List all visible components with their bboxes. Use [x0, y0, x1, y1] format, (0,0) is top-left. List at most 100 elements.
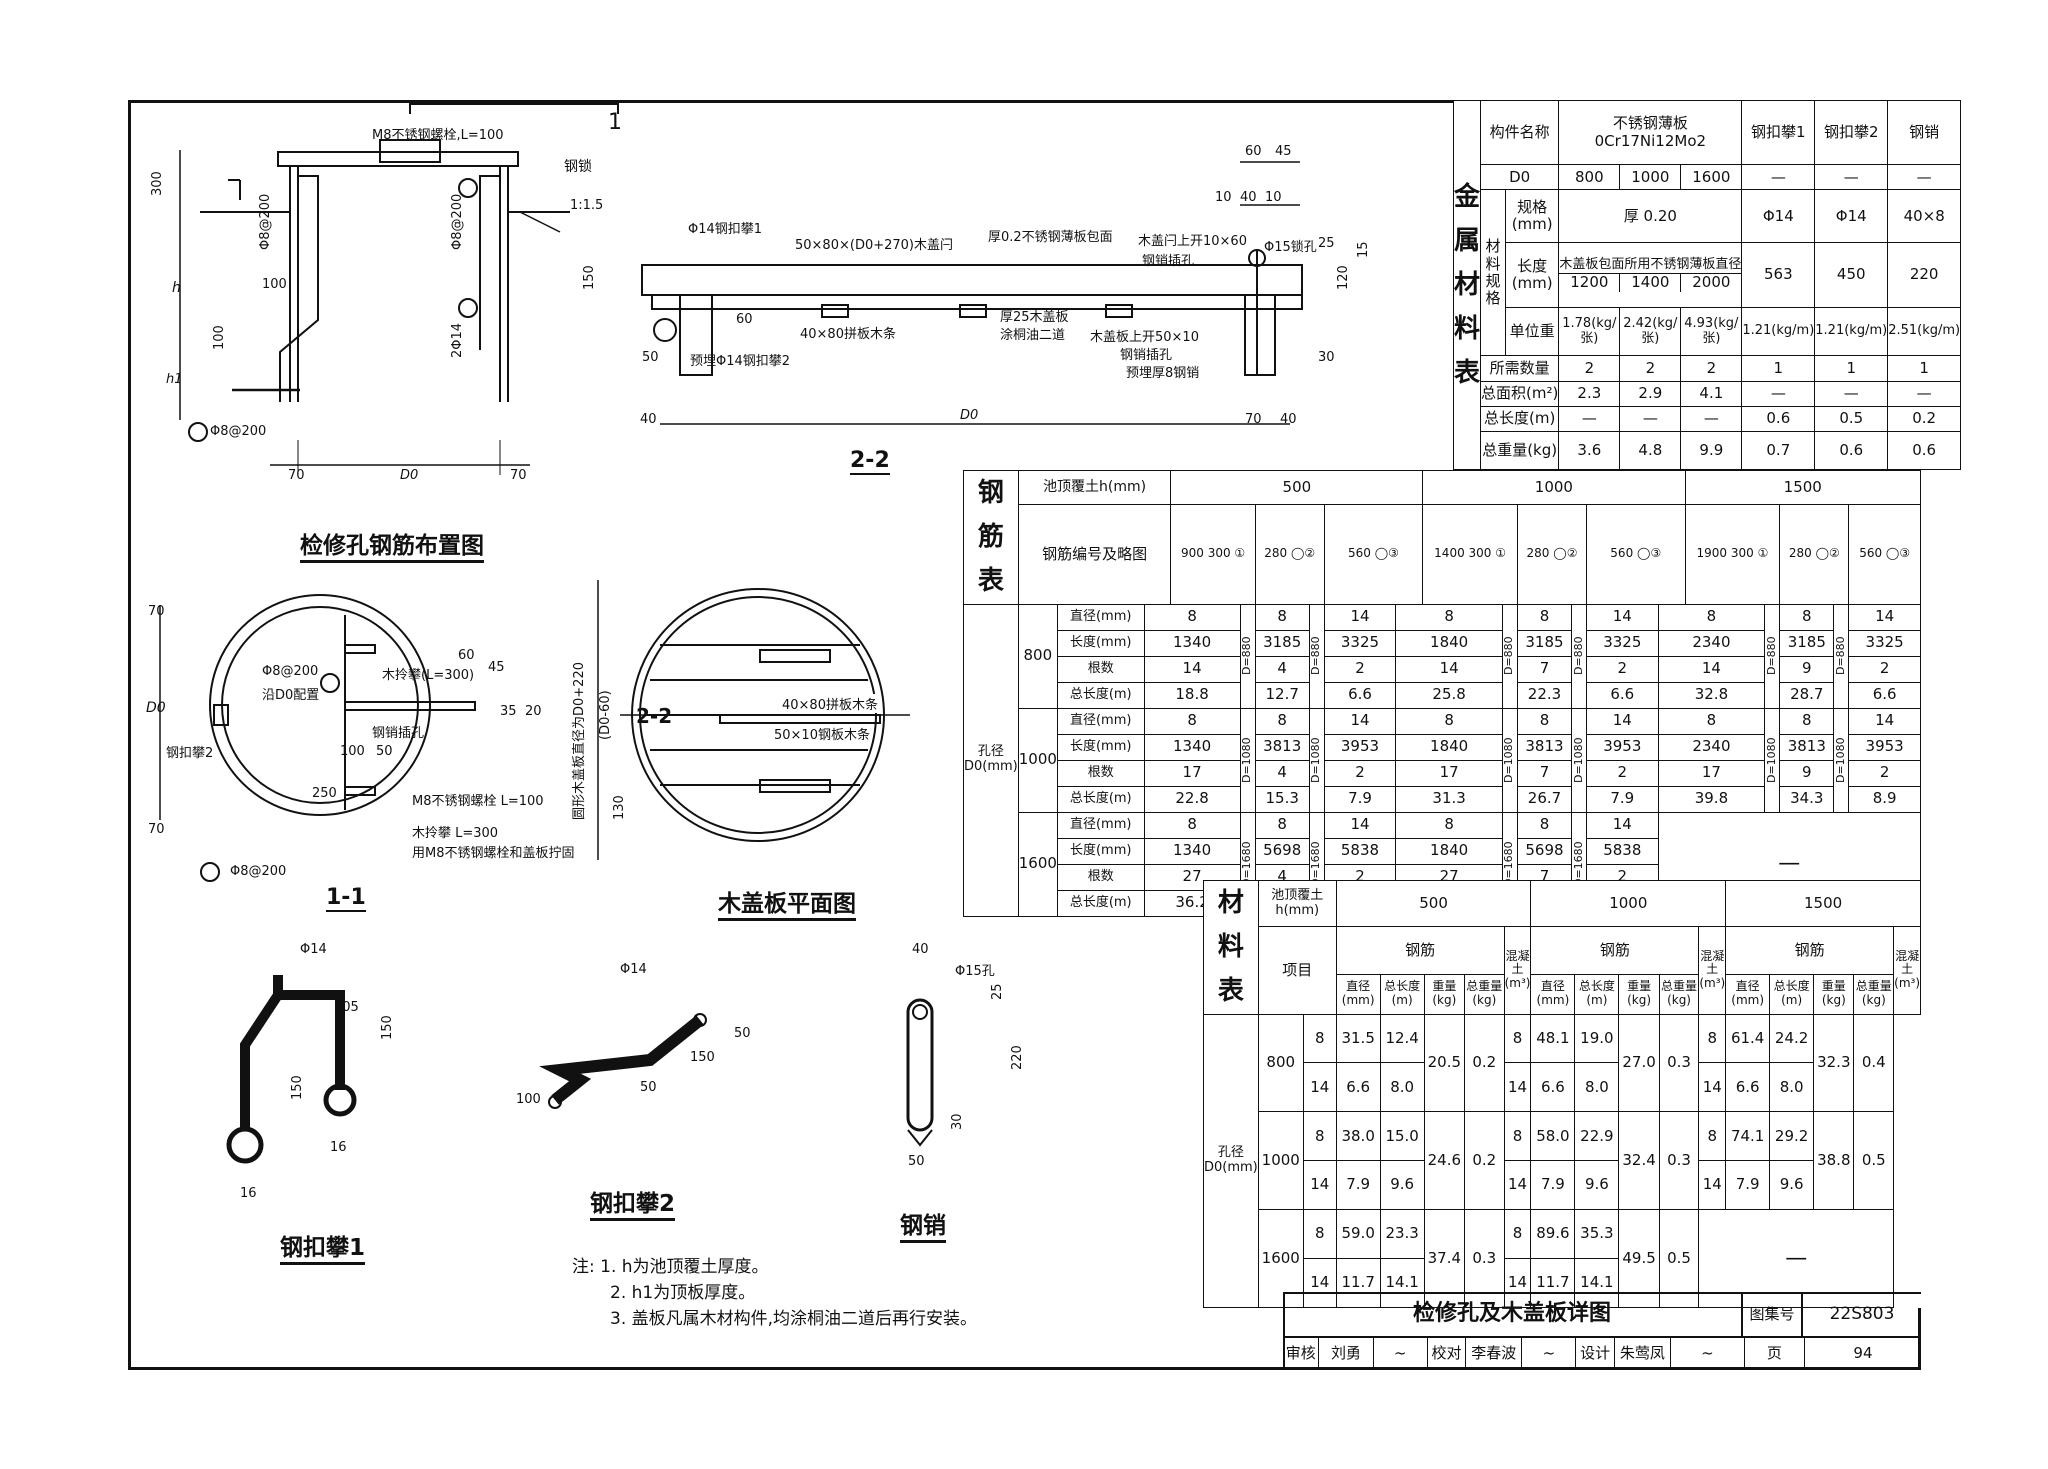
hook1-title: 钢扣攀1 [280, 1228, 366, 1265]
rebar-cell: 8 [1143, 707, 1241, 735]
hook2-dim-100: 100 [516, 1092, 541, 1107]
dim-50-b: 50 [376, 744, 393, 759]
dim-50: 50 [642, 350, 659, 365]
rebar-cell: 14 [1848, 603, 1921, 631]
slot-10x60-label: 木盖闩上开10×60 [1138, 234, 1247, 249]
rebar-cell: 1840 [1395, 733, 1503, 761]
mat-d0-cell: 1000 [1257, 1111, 1304, 1210]
dim-100-b: 100 [212, 325, 227, 350]
rebar-cell: 3953 [1323, 733, 1397, 761]
dim-70-left: 70 [288, 468, 305, 483]
spec-side: 材料规格 [1480, 189, 1506, 357]
rebar-d0-cell: 1600 [1017, 811, 1058, 917]
rebar-cell: 5698 [1516, 837, 1573, 865]
rebar-cell: 12.7 [1254, 681, 1310, 709]
mat-cell: 14 [1302, 1160, 1337, 1210]
mat-total-weight: 24.6 [1423, 1111, 1466, 1210]
atlas-no: 22S803 [1803, 1292, 1921, 1338]
area-cell: 2.9 [1619, 380, 1682, 407]
sketch-shape-1c: 1900 300 [1696, 546, 1754, 561]
mark-1-icon: ① [1234, 546, 1246, 561]
qty-cell: 2 [1619, 355, 1682, 382]
board25-label: 厚25木盖板 [1000, 310, 1069, 325]
qty-cell: 1 [1887, 355, 1962, 382]
mat-total-weight: 49.5 [1618, 1208, 1660, 1308]
rebar-d0-cell: 1000 [1017, 707, 1058, 813]
mat-hole-label: 孔径D0(mm) [1203, 1013, 1259, 1308]
dim-40-right: 40 [1280, 412, 1297, 427]
d0-1600: 1600 [1680, 164, 1743, 191]
mat-d0-cell: 1600 [1257, 1208, 1304, 1308]
mat-empty-dash: — [1698, 1208, 1895, 1308]
rebar-200-11b: Φ8@200 [230, 864, 287, 879]
total-wt-cell: 0.7 [1741, 431, 1816, 470]
mat-steel-500: 钢筋 [1335, 926, 1505, 975]
section-2-2-title: 2-2 [850, 448, 890, 475]
rebar-cell: 26.7 [1516, 785, 1573, 813]
rebar-cell: 2340 [1657, 629, 1766, 657]
rebar-cell: 5698 [1254, 837, 1310, 865]
pin-phi15: Φ15孔 [955, 964, 995, 979]
rebar-cell: 22.3 [1516, 681, 1573, 709]
insert-hole2-label: 钢销插孔 [1120, 348, 1173, 363]
pin-dim-25: 25 [990, 983, 1005, 1000]
hook2-dim-150: 150 [690, 1050, 715, 1065]
design-label: 设计 [1576, 1338, 1615, 1370]
rebar-item-label: 长度(mm) [1056, 837, 1145, 865]
rebar-cell: 14 [1848, 707, 1921, 735]
dim-30: 30 [1318, 350, 1335, 365]
rebar-cell: 2 [1586, 655, 1659, 683]
rebar-cell: 7 [1516, 655, 1573, 683]
wood-cover-label: 50×80×(D0+270)木盖闩 [795, 238, 953, 253]
rebar-layout-title: 检修孔钢筋布置图 [300, 526, 484, 563]
sheet-header: 不锈钢薄板 [1612, 114, 1688, 133]
rebar-cell: 3813 [1779, 733, 1835, 761]
area-cell: — [1814, 380, 1889, 407]
sketch-shape-1: 900 300 [1180, 546, 1231, 561]
drawing-title: 检修孔及木盖板详图 [1283, 1292, 1743, 1338]
rebar-cell: 8 [1516, 603, 1573, 631]
mark-1c-icon: ① [1757, 546, 1769, 561]
rebar-item-label: 总长度(m) [1056, 681, 1145, 709]
rebar-2phi14-label: 2Φ14 [450, 322, 465, 358]
mat-concrete-volume: 0.5 [1658, 1208, 1700, 1308]
rebar-cell: 14 [1323, 707, 1397, 735]
mark-3b-icon: ◯③ [1637, 546, 1662, 561]
rebar-cell: 14 [1586, 603, 1659, 631]
mat-cell: 74.1 [1725, 1111, 1771, 1162]
slat-label: 50×10钢板木条 [774, 724, 870, 743]
mat-subhead-cell: 总长度(m) [1769, 973, 1815, 1015]
dim-d0: D0 [400, 468, 419, 483]
qty-label: 所需数量 [1479, 355, 1560, 382]
rebar-item-label: 直径(mm) [1056, 811, 1145, 839]
rebar-cell: 8 [1395, 811, 1503, 839]
dim-20: 20 [525, 704, 542, 719]
insert-hole-label: 钢销插孔 [1142, 254, 1195, 269]
mat-concrete-volume: 0.3 [1658, 1013, 1700, 1113]
pin-dim-30: 30 [950, 1113, 965, 1130]
dim-10: 10 [1215, 190, 1232, 205]
bolt-label: M8不锈钢螺栓,L=100 [372, 128, 504, 143]
rebar-cell: 7.9 [1586, 785, 1659, 813]
rebar-cell: 8 [1779, 603, 1835, 631]
mat-cell: 8 [1698, 1111, 1727, 1162]
dim-25: 25 [1318, 236, 1335, 251]
rebar-cell: 3813 [1516, 733, 1573, 761]
mat-total-weight: 32.4 [1618, 1111, 1660, 1210]
rebar-cell: 17 [1143, 759, 1241, 787]
unit-label: 单位重 [1504, 307, 1560, 357]
rebar-spacing-label: Φ8@200 [258, 193, 273, 250]
rebar-table-title: 钢筋表 [977, 478, 1004, 597]
rebar-cell: 3953 [1586, 733, 1659, 761]
total-wt-cell: 9.9 [1680, 431, 1743, 470]
pin-dim-50: 50 [908, 1154, 925, 1169]
unit-4: 1.21(kg/m) [1741, 307, 1816, 357]
rebar-cover-1500: 1500 [1684, 469, 1922, 506]
note-3: 3. 盖板凡属木材构件,均涂桐油二道后再行安装。 [610, 1309, 978, 1329]
rebar-cell: 8 [1395, 707, 1503, 735]
total-len-cell: 0.2 [1887, 405, 1962, 433]
len-hook1: 563 [1741, 241, 1816, 309]
rebar-cell: 5838 [1586, 837, 1659, 865]
section-1-1-title: 1-1 [326, 885, 366, 912]
rebar-cell: 2340 [1657, 733, 1766, 761]
